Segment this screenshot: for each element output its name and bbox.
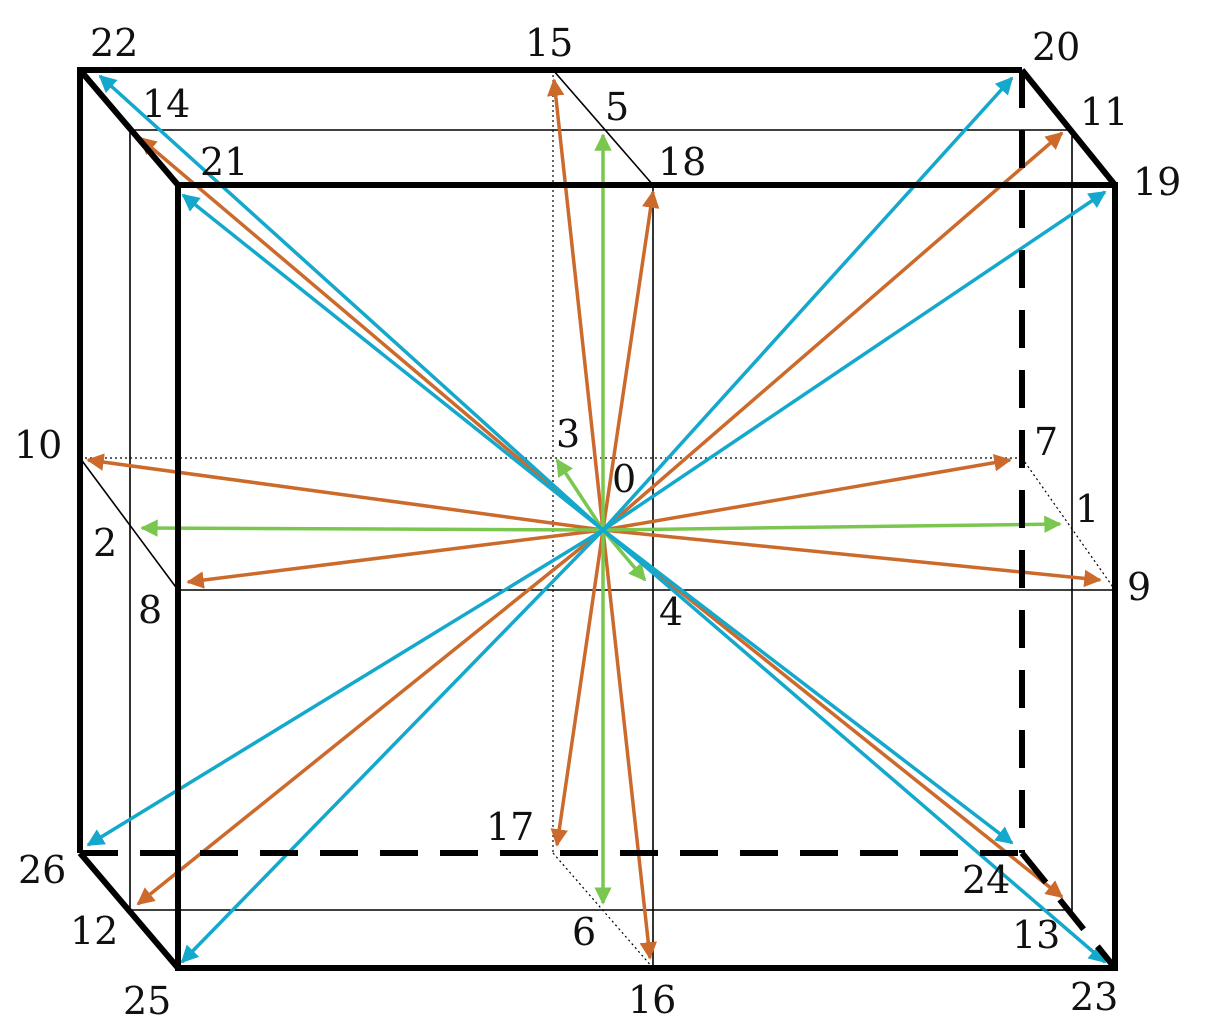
label-node-20: 20 [1032,25,1080,69]
vector-4 [601,528,647,582]
label-node-21: 21 [200,140,248,184]
edge-22-21 [77,68,181,187]
body-diagonal-vectors [86,74,1107,964]
label-node-12: 12 [70,909,118,953]
mid-back-frame [129,129,1073,911]
edge-20-19 [1019,68,1118,187]
label-node-18: 18 [658,140,706,184]
label-node-16: 16 [628,978,676,1022]
label-node-22: 22 [90,21,138,65]
label-node-9: 9 [1127,565,1151,609]
label-center: 0 [612,457,636,501]
label-node-2: 2 [93,521,117,565]
vector-13 [601,528,1064,899]
vector-2 [140,519,604,537]
vector-19 [602,190,1107,532]
vector-16 [601,529,657,960]
label-node-13: 13 [1012,913,1060,957]
vector-21 [181,193,605,532]
depth-line-15-18 [552,69,654,186]
label-node-24: 24 [962,858,1010,902]
vector-7 [602,454,1012,532]
vector-18 [601,190,660,531]
vector-10 [86,453,604,532]
label-node-11: 11 [1080,90,1128,134]
vector-22 [98,74,605,532]
label-node-25: 25 [123,979,171,1023]
vector-25 [180,528,605,964]
label-node-8: 8 [138,588,162,632]
axis-vectors [140,133,1062,905]
hidden-cube-edges [80,70,1118,970]
mid-plane-lines [79,69,1115,968]
node-labels: 0 1 2 3 4 5 6 7 8 9 10 11 12 13 14 15 16… [14,21,1181,1023]
edge-26-25 [77,851,181,970]
vector-3 [555,458,605,531]
label-node-6: 6 [572,910,596,954]
label-node-5: 5 [605,85,629,129]
label-node-17: 17 [486,805,534,849]
vector-20 [601,76,1014,532]
label-node-14: 14 [142,82,190,126]
vector-9 [602,528,1102,588]
label-node-10: 10 [14,423,62,467]
depth-line-10-8 [79,457,179,591]
face-diagonal-vectors [86,78,1102,960]
label-node-23: 23 [1070,975,1118,1019]
dotted-guide-lines [80,70,1116,969]
hidden-edge-24-23 [1019,851,1118,970]
vector-8 [186,528,604,589]
label-node-3: 3 [556,412,580,456]
vector-15 [547,78,605,531]
label-node-4: 4 [659,590,683,634]
label-node-1: 1 [1075,487,1099,531]
label-node-26: 26 [18,848,66,892]
label-node-19: 19 [1133,160,1181,204]
vector-1 [602,515,1062,533]
vector-17 [550,529,605,847]
vector-24 [601,528,1014,845]
vector-12 [136,528,605,906]
label-node-7: 7 [1034,420,1058,464]
vector-11 [601,131,1064,532]
dotted-depth-7-9 [1021,457,1116,591]
vector-14 [138,136,605,532]
vector-23 [601,528,1107,964]
label-node-15: 15 [525,21,573,65]
vector-26 [86,528,604,847]
dotted-depth-17-16 [552,852,654,969]
